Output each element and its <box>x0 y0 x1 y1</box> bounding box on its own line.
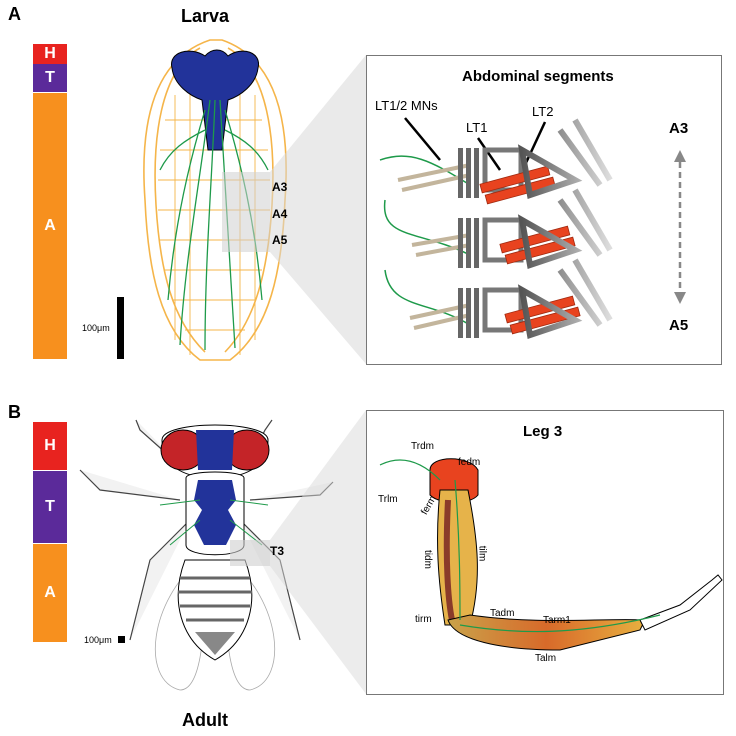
zoom-label-a3: A3 <box>272 180 288 194</box>
adult-segment-thorax-bar: T <box>33 471 67 543</box>
segment-thorax-bar: T <box>33 64 67 92</box>
larva-neurons <box>159 99 269 351</box>
muscle-label-tidm: tidm <box>421 550 433 569</box>
adult-segment-abdomen-bar: A <box>33 544 67 642</box>
fly-neurons <box>159 499 269 546</box>
zoom-label-t3: T3 <box>270 544 285 558</box>
larva-zoom-funnel <box>270 55 366 364</box>
segment-abdomen-bar: A <box>33 93 67 359</box>
muscle-label-fedm: fedm <box>458 457 481 468</box>
abdominal-segment-rows <box>379 118 613 339</box>
muscle-label-tadm: Tadm <box>490 608 515 619</box>
muscle-label-trdm: Trdm <box>411 441 434 452</box>
inset-top-a3-label: A3 <box>669 120 689 137</box>
segment-head-bar: H <box>33 44 67 64</box>
larva-scale-label: 100μm <box>82 323 110 333</box>
panel-b-letter: B <box>8 402 21 422</box>
adult-title: Adult <box>182 710 228 730</box>
abdominal-inset-title: Abdominal segments <box>462 68 614 85</box>
fly-zoom-funnel <box>270 410 366 694</box>
zoom-label-a4: A4 <box>272 207 288 221</box>
adult-scale-label: 100μm <box>84 635 112 645</box>
fly-brain <box>196 430 234 470</box>
muscle-label-tilm: tilm <box>476 545 488 562</box>
leg-neurons <box>379 459 661 633</box>
larva-title: Larva <box>180 6 230 26</box>
fly-abdomen <box>177 559 253 661</box>
fly-zoom-region <box>230 540 270 566</box>
zoom-label-a5: A5 <box>272 233 288 247</box>
lt2-label: LT2 <box>532 104 554 119</box>
inset-pointer-arrows <box>404 117 547 171</box>
inset-bottom-a5-label: A5 <box>669 317 689 334</box>
muscle-label-trlm: Trlm <box>378 494 398 505</box>
leg3-inset-title: Leg 3 <box>523 423 563 440</box>
larva-zoom-region <box>222 172 270 252</box>
muscle-label-tarm1: Tarm1 <box>543 615 571 626</box>
larva-brain <box>171 49 259 151</box>
lt1-label: LT1 <box>466 120 488 135</box>
adult-scale-bar <box>118 636 125 643</box>
larva-body-outline <box>143 39 287 361</box>
leg-tarsus <box>639 574 723 631</box>
fly-vnc <box>194 480 236 545</box>
muscle-label-talm: Talm <box>535 653 557 664</box>
mn-label: LT1/2 MNs <box>375 98 438 113</box>
larva-scale-bar <box>117 297 124 359</box>
adult-segment-head-bar: H <box>33 422 67 470</box>
muscle-label-tirm: tirm <box>415 614 432 625</box>
panel-a-letter: A <box>8 4 21 24</box>
